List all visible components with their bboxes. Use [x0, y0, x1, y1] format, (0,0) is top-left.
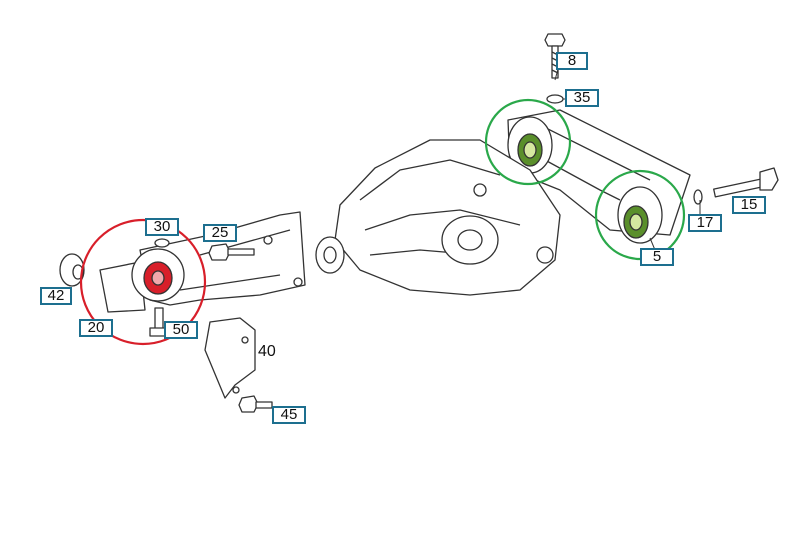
washer-30: [154, 238, 170, 248]
differential-housing: [315, 139, 561, 296]
mount-40: [204, 317, 256, 399]
rear-mount-bracket: [507, 109, 691, 244]
washer-35: [546, 94, 564, 104]
bush-42: [59, 253, 85, 287]
callout-42: 42: [40, 287, 72, 305]
callout-20: 20: [79, 319, 113, 337]
callout-40: 40: [258, 343, 276, 360]
callout-30: 30: [145, 218, 179, 236]
highlight-circle-green-upper: [484, 98, 572, 186]
highlight-circle-red: [79, 218, 207, 346]
callout-17: 17: [688, 214, 722, 232]
callout-15: 15: [732, 196, 766, 214]
callout-35: 35: [565, 89, 599, 107]
callout-25: 25: [203, 224, 237, 242]
washer-17: [693, 189, 703, 205]
callout-5: 5: [640, 248, 674, 266]
callout-45: 45: [272, 406, 306, 424]
callout-8: 8: [556, 52, 588, 70]
callout-50: 50: [164, 321, 198, 339]
bolt-25: [208, 243, 255, 261]
bolt-15: [713, 167, 779, 198]
bolt-45: [238, 395, 273, 413]
